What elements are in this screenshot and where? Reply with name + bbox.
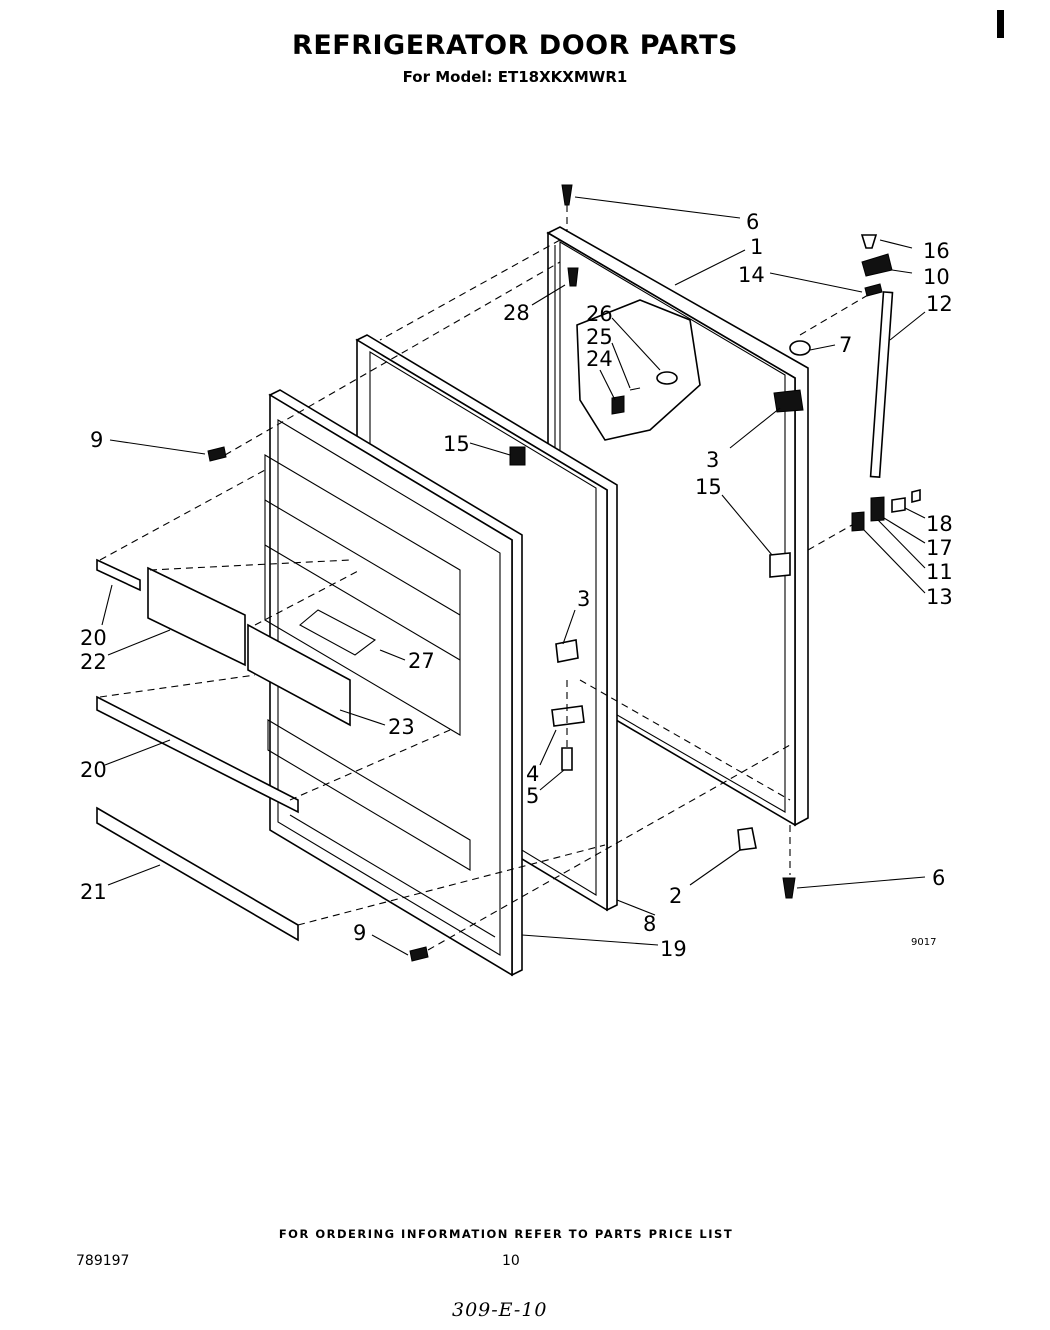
callout-9-bottom: 9 — [353, 921, 366, 945]
callout-9-top: 9 — [90, 428, 103, 452]
callout-6-bottom: 6 — [932, 866, 945, 890]
callout-10: 10 — [923, 265, 950, 289]
callout-16: 16 — [923, 239, 950, 263]
callout-4: 4 — [526, 762, 539, 786]
door-liner — [264, 389, 523, 977]
handwritten-note: 309-E-10 — [452, 1299, 548, 1321]
callout-20-upper: 20 — [80, 626, 107, 650]
callout-8: 8 — [643, 912, 656, 936]
model-subtitle: For Model: ET18XKXMWR1 — [402, 68, 628, 86]
callout-14: 14 — [738, 263, 765, 287]
callout-28: 28 — [503, 301, 530, 325]
callout-2: 2 — [669, 884, 682, 908]
callout-7: 7 — [839, 333, 852, 357]
callout-20-lower: 20 — [80, 758, 107, 782]
callout-11: 11 — [926, 560, 953, 584]
callout-26: 26 — [586, 302, 613, 326]
callout-25: 25 — [586, 325, 613, 349]
page-edge-mark — [997, 10, 1004, 38]
callout-18: 18 — [926, 512, 953, 536]
callout-22: 22 — [80, 650, 107, 674]
page-number: 10 — [502, 1253, 520, 1269]
inset-detail-24-26 — [576, 299, 701, 441]
callout-21: 21 — [80, 880, 107, 904]
bottom-bar-21 — [96, 806, 299, 942]
callout-labels: 6 1 16 14 10 12 28 26 25 7 24 9 15 3 15 … — [80, 210, 953, 961]
shelf-bar-lower — [96, 695, 299, 814]
callout-1: 1 — [750, 235, 763, 259]
ordering-info-footer: FOR ORDERING INFORMATION REFER TO PARTS … — [278, 1227, 734, 1241]
callout-12: 12 — [926, 292, 953, 316]
figure-code: 9017 — [911, 937, 936, 948]
callout-19: 19 — [660, 937, 687, 961]
callout-6-top: 6 — [746, 210, 759, 234]
shelf-front-22 — [147, 566, 246, 667]
shelf-bar-upper — [96, 558, 141, 592]
callout-24: 24 — [586, 347, 613, 371]
callout-27: 27 — [408, 649, 435, 673]
shelf-front-23 — [247, 623, 351, 727]
callout-13: 13 — [926, 585, 953, 609]
lower-hinge-parts — [207, 184, 796, 962]
callout-3-upper: 3 — [706, 448, 719, 472]
leader-lines — [101, 196, 926, 956]
callout-23: 23 — [388, 715, 415, 739]
page-title: REFRIGERATOR DOOR PARTS — [292, 30, 738, 61]
callout-3-lower: 3 — [577, 587, 590, 611]
callout-15-left: 15 — [443, 432, 470, 456]
callout-17: 17 — [926, 536, 953, 560]
callout-5: 5 — [526, 784, 539, 808]
callout-15-right: 15 — [695, 475, 722, 499]
hinge-assembly — [769, 234, 921, 578]
document-number: 789197 — [76, 1253, 130, 1269]
alignment-lines — [99, 205, 869, 951]
